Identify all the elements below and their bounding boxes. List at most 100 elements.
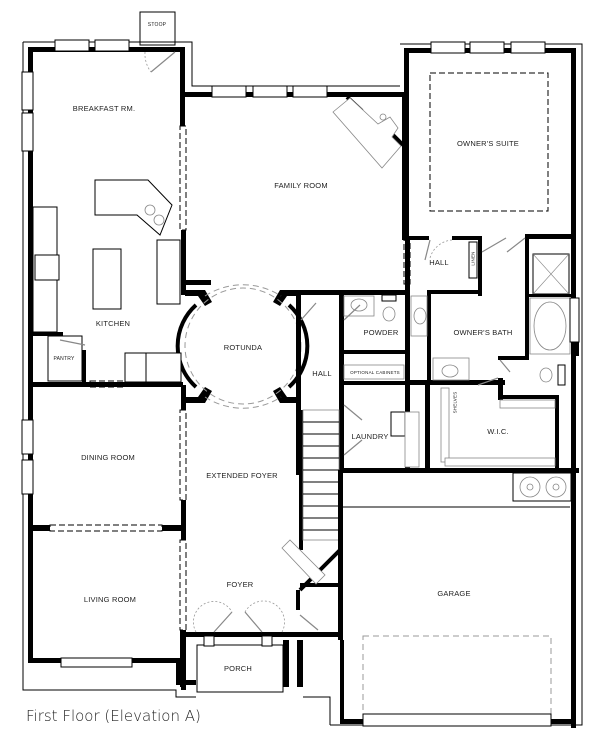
wic-shelves <box>499 399 556 409</box>
label-powder: POWDER <box>363 328 399 337</box>
wall <box>82 350 86 385</box>
window <box>430 41 466 54</box>
kitchen-island <box>92 248 122 310</box>
rotunda-outer-arc-top <box>204 284 282 297</box>
label-foyer: FOYER <box>226 580 254 589</box>
wall <box>425 380 430 472</box>
refrigerator <box>156 239 181 305</box>
wall <box>404 236 429 240</box>
window <box>21 112 34 152</box>
toilet <box>539 367 553 383</box>
opening <box>49 524 163 532</box>
wall <box>283 640 289 687</box>
window <box>469 41 505 54</box>
wall <box>162 525 184 531</box>
wall <box>181 280 211 285</box>
rotunda-wall-lowright <box>273 387 300 403</box>
rotunda-wall-right <box>273 290 300 306</box>
window <box>54 39 90 52</box>
wall <box>571 48 576 728</box>
kitchen-sink <box>153 214 165 226</box>
opening <box>179 539 187 631</box>
water-heater-core <box>552 483 560 491</box>
wall <box>427 290 482 294</box>
label-linen: LINEN <box>470 251 476 266</box>
garage-door <box>362 713 552 727</box>
window <box>211 85 247 98</box>
laundry-sink <box>390 411 406 437</box>
powder-toilet <box>382 306 396 322</box>
label-center-hall: HALL <box>312 369 332 378</box>
wall <box>28 382 183 387</box>
garage-parking-outline <box>362 635 552 721</box>
fireplace-hearth <box>332 97 402 169</box>
wall <box>28 332 63 336</box>
wall <box>525 234 529 254</box>
opening <box>403 239 411 285</box>
optional-cabinets <box>343 364 405 380</box>
wic-shelves <box>444 457 556 467</box>
wall <box>498 378 503 400</box>
cooktop <box>34 254 60 281</box>
wall <box>529 294 571 297</box>
rotunda-outer-arc-bottom <box>204 396 282 409</box>
bathtub <box>533 301 567 351</box>
label-family-room: FAMILY ROOM <box>274 181 328 190</box>
porch-column <box>203 635 215 647</box>
label-stoop: STOOP <box>147 22 167 28</box>
wall <box>183 632 343 637</box>
label-kitchen: KITCHEN <box>95 319 131 328</box>
wall <box>181 230 186 295</box>
kitchen-upper-counter <box>94 179 173 236</box>
wic-shelves <box>440 387 450 463</box>
wall <box>181 385 186 410</box>
stoop-outline <box>139 11 176 46</box>
shower-drain-lines <box>532 253 570 295</box>
stair-landing <box>281 539 326 585</box>
label-optional-cabinets: OPTIONAL CABINETS <box>350 370 400 375</box>
wall <box>180 47 185 97</box>
window <box>21 459 34 495</box>
powder-sink <box>350 298 368 312</box>
wall <box>339 350 409 354</box>
exterior-siding-porch <box>303 696 331 725</box>
door-swings <box>59 51 526 633</box>
label-breakfast-room: BREAKFAST RM. <box>72 104 136 113</box>
rotunda-arc-left <box>175 303 198 389</box>
wall <box>525 250 529 360</box>
wall <box>176 660 180 685</box>
rotunda-wall-lowleft <box>185 387 212 403</box>
wall <box>180 92 185 126</box>
wall <box>405 236 410 472</box>
label-pantry: PANTRY <box>53 356 75 362</box>
window <box>21 71 34 111</box>
window <box>21 419 34 455</box>
plan-caption: First Floor (Elevation A) <box>26 707 201 725</box>
rotunda-wall-left <box>185 290 212 306</box>
wall <box>405 380 505 385</box>
wall <box>498 395 558 399</box>
kitchen-counter-bottom <box>145 352 182 383</box>
window <box>510 41 546 54</box>
wall <box>338 470 343 640</box>
porch-column <box>261 635 273 647</box>
laundry-counter <box>404 411 420 468</box>
label-wic: W.I.C. <box>487 427 509 436</box>
sink <box>441 364 459 378</box>
label-shelves: SHELVES <box>452 391 458 414</box>
label-porch: PORCH <box>223 664 253 673</box>
wall <box>181 500 186 540</box>
wall <box>297 640 303 687</box>
label-extended-foyer: EXTENDED FOYER <box>206 471 278 480</box>
label-garage: GARAGE <box>437 589 471 598</box>
label-owners-suite: OWNER'S SUITE <box>457 139 519 148</box>
label-living-room: LIVING ROOM <box>83 595 137 604</box>
wall <box>402 95 407 240</box>
window <box>60 657 133 668</box>
window <box>569 297 580 343</box>
window <box>292 85 328 98</box>
linen-closet <box>468 241 478 279</box>
wall <box>427 290 431 380</box>
wall <box>180 637 186 687</box>
